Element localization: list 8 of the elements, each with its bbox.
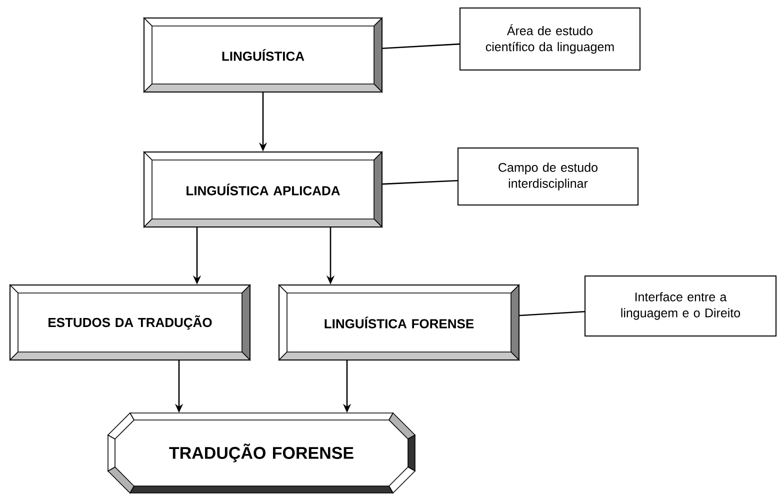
octagon-box: TRADUÇÃO FORENSE <box>107 412 416 494</box>
leader-line <box>519 311 585 316</box>
note-box: Área de estudo científico da linguagem <box>460 8 640 70</box>
leader-line <box>382 43 460 49</box>
node-label: TRADUÇÃO FORENSE <box>169 444 354 462</box>
leader-line <box>382 180 458 185</box>
note-box: Interface entre a linguagem e o Direito <box>584 276 776 336</box>
note-box: Campo de estudo interdisciplinar <box>458 148 638 206</box>
